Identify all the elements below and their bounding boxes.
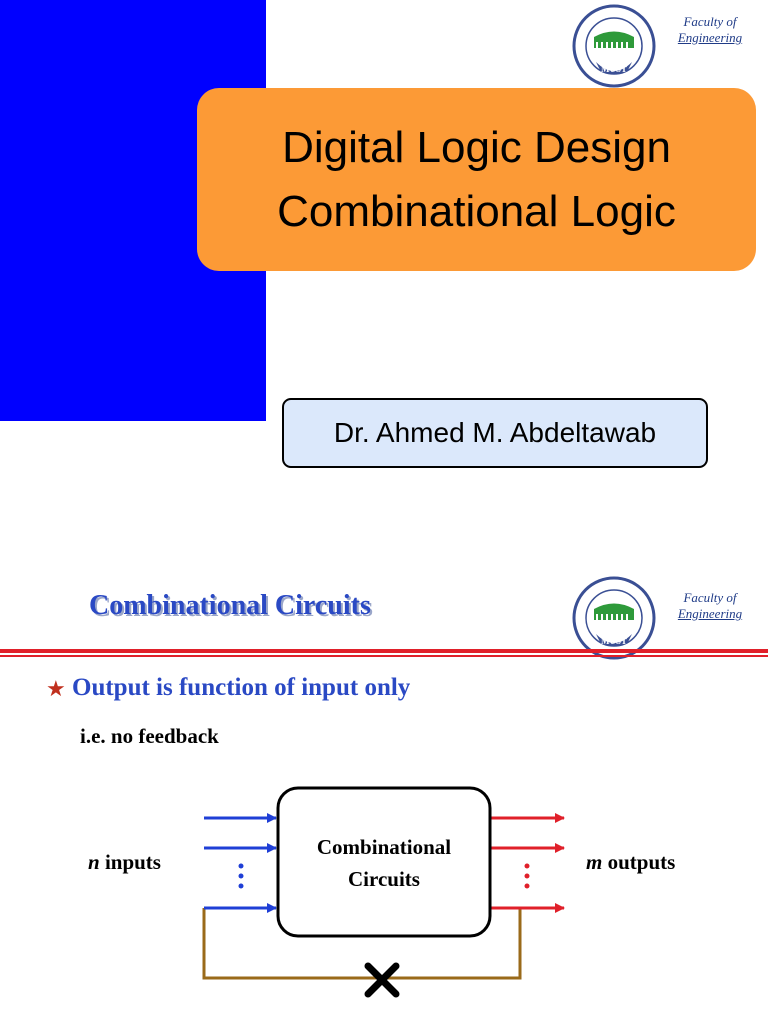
box-label-line1: Combinational xyxy=(317,835,451,859)
inputs-label: n inputs xyxy=(88,850,161,874)
box-label-line2: Circuits xyxy=(348,867,420,891)
title-line-1: Digital Logic Design xyxy=(282,122,671,172)
star-icon: ★ xyxy=(46,676,66,701)
combinational-box xyxy=(276,786,492,938)
university-logo: MUST xyxy=(572,4,656,88)
faculty-line2: Engineering xyxy=(677,606,743,621)
author-name: Dr. Ahmed M. Abdeltawab xyxy=(333,417,657,448)
faculty-line2: Engineering xyxy=(677,30,743,45)
faculty-line1: Faculty of xyxy=(683,14,737,29)
logo-lettering: MUST xyxy=(601,64,627,74)
divider-rule xyxy=(0,649,768,653)
output-ellipsis xyxy=(524,863,530,889)
slide-title: Combinational Circuits xyxy=(89,590,371,621)
faculty-label-2: Faculty of Engineering xyxy=(670,590,750,622)
feedback-line xyxy=(202,908,522,980)
circuit-diagram: Combinational Circuits n inputs m output… xyxy=(88,786,675,998)
outputs-label: m outputs xyxy=(586,850,675,874)
bullet-text: Output is function of input only xyxy=(72,674,411,701)
university-logo-2: MUST xyxy=(572,576,656,660)
divider-rule-thin xyxy=(0,655,768,657)
faculty-line1: Faculty of xyxy=(683,590,737,605)
blocked-x-icon xyxy=(364,962,400,998)
author-box: Dr. Ahmed M. Abdeltawab xyxy=(282,398,708,468)
title-box: Digital Logic Design Combinational Logic xyxy=(197,88,756,271)
input-ellipsis xyxy=(238,863,244,889)
logo-lettering: MUST xyxy=(601,636,627,646)
sub-text: i.e. no feedback xyxy=(80,724,219,748)
faculty-label: Faculty of Engineering xyxy=(670,14,750,46)
title-line-2: Combinational Logic xyxy=(277,186,676,236)
